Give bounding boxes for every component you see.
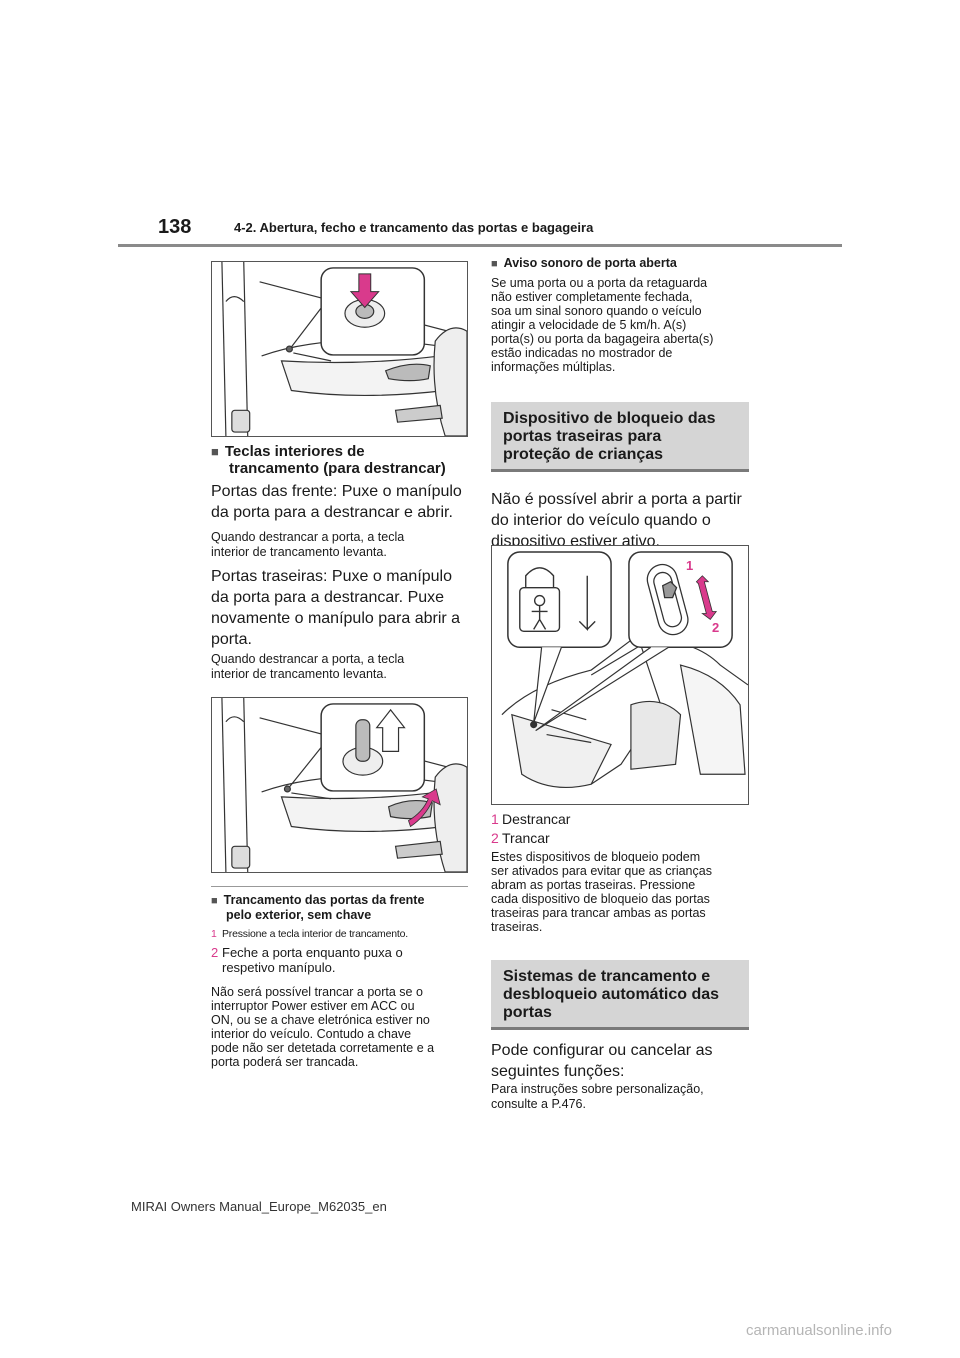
paragraph-front-doors: Portas das frente: Puxe o manípulo da po… <box>211 483 462 521</box>
heading-open-door-alarm: ■Aviso sonoro de porta aberta <box>491 256 677 270</box>
divider <box>211 886 468 887</box>
paragraph-auto-lock: Pode configurar ou cancelar as seguintes… <box>491 1042 713 1080</box>
footer-manual-id: MIRAI Owners Manual_Europe_M62035_en <box>131 1199 387 1214</box>
square-bullet-icon: ■ <box>211 444 219 459</box>
header-rule <box>118 244 842 247</box>
square-bullet-icon: ■ <box>211 895 218 907</box>
watermark: carmanualsonline.info <box>746 1322 892 1339</box>
paragraph-child-lock: Não é possível abrir a porta a partir do… <box>491 491 742 550</box>
figure-child-lock: 1 2 <box>491 545 749 805</box>
figure-rear-door-handle <box>211 697 468 873</box>
figure-label-1: 1 <box>686 558 694 573</box>
page-number: 138 <box>158 216 192 238</box>
paragraph-open-door-alarm: Se uma porta ou a porta da retaguarda nã… <box>491 276 714 374</box>
figure-front-door-lock <box>211 261 468 437</box>
square-bullet-icon: ■ <box>491 258 498 270</box>
box-heading-child-lock: Dispositivo de bloqueio das portas trase… <box>491 402 749 472</box>
note-rear-doors: Quando destrancar a porta, a tecla inter… <box>211 652 405 681</box>
note-customization: Para instruções sobre personalização, co… <box>491 1082 704 1111</box>
note-front-doors: Quando destrancar a porta, a tecla inter… <box>211 530 405 559</box>
heading-interior-lock-keys: ■Teclas interiores de trancamento (para … <box>211 443 446 477</box>
section-title: 4-2. Abertura, fecho e trancamento das p… <box>234 220 594 235</box>
paragraph-lock-note: Não será possível trancar a porta se o i… <box>211 985 435 1069</box>
paragraph-rear-doors: Portas traseiras: Puxe o manípulo da por… <box>211 568 461 648</box>
heading-lock-without-key: ■Trancamento das portas da frente pelo e… <box>211 893 425 922</box>
paragraph-child-lock-note: Estes dispositivos de bloqueio podem ser… <box>491 850 712 934</box>
box-heading-auto-lock: Sistemas de trancamento e desbloqueio au… <box>491 960 749 1030</box>
figure-label-2: 2 <box>712 620 720 635</box>
